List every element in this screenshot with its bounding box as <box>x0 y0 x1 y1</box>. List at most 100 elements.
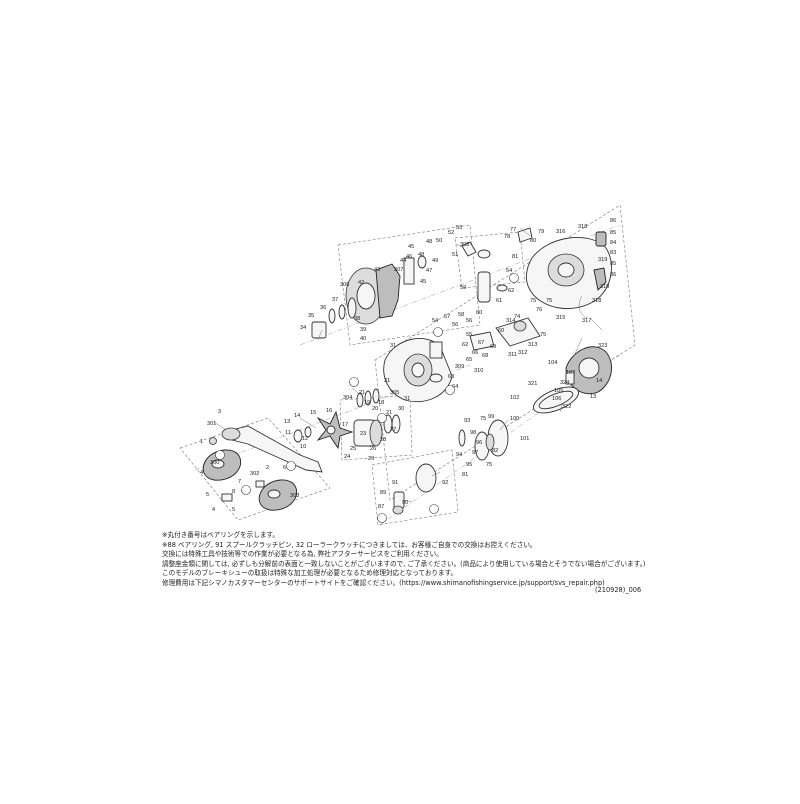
callout: 57 <box>444 314 450 320</box>
drag-ring-c <box>372 388 380 404</box>
callout: 37 <box>332 297 338 303</box>
main-gear-hub <box>356 282 376 310</box>
callout: 60 <box>498 328 504 334</box>
callout: 62 <box>462 342 468 348</box>
callout: 91 <box>392 480 398 486</box>
clutch-cam <box>477 249 491 259</box>
callout: 322 <box>562 404 571 410</box>
spool-group-box <box>371 449 459 526</box>
callout: 56 <box>466 318 472 324</box>
callout: 21 <box>359 390 365 396</box>
drag-group-box <box>339 394 413 461</box>
callout: 68 <box>482 353 488 359</box>
callout: 30 <box>398 406 404 412</box>
callout: 42 <box>358 280 364 286</box>
bearing-marker <box>429 504 439 514</box>
bearing-marker <box>377 513 387 523</box>
callout: 84 <box>610 240 616 246</box>
note-brake-shoe: このモデルのブレーキシューの取扱は特殊な加工処理が必要となるため修理対応となって… <box>162 569 458 578</box>
callout: 43 <box>374 267 380 273</box>
note-adjustment-washers: 調整座金類に関しては, 必ずしも分解前の表面と一致しないことがございますので, … <box>162 559 646 568</box>
spool-washer <box>458 429 466 447</box>
callout: 54 <box>432 318 438 324</box>
callout: 25 <box>350 446 356 452</box>
callout: 50 <box>436 238 442 244</box>
callout: 10 <box>300 444 306 450</box>
drag-washer-a <box>293 429 303 443</box>
bearing-marker <box>349 377 359 387</box>
brake-block <box>565 371 575 385</box>
brake-ring-inner <box>538 390 574 410</box>
callout: 316 <box>556 229 565 235</box>
callout: 18 <box>378 400 384 406</box>
drag-washer-d <box>391 414 401 434</box>
callout: 3 <box>218 409 221 415</box>
bearing-marker <box>433 327 443 337</box>
pinion-seat <box>429 373 443 383</box>
callout: 82 <box>492 448 498 454</box>
callout: 40 <box>360 336 366 342</box>
callout: 79 <box>538 229 544 235</box>
callout: 69 <box>490 344 496 350</box>
callout: 309 <box>455 364 464 370</box>
callout: 81 <box>462 472 468 478</box>
callout: 312 <box>518 350 527 356</box>
callout: 102 <box>510 395 519 401</box>
callout: 4 <box>212 507 215 513</box>
callout: 300 <box>210 460 219 466</box>
callout: 311 <box>508 352 517 358</box>
callout: 303 <box>290 493 299 499</box>
callout: 45 <box>408 244 414 250</box>
callout: 14 <box>596 378 602 384</box>
callout: 63 <box>448 374 454 380</box>
handle-bolt <box>209 437 217 445</box>
callout: 80 <box>530 238 536 244</box>
callout: 304 <box>343 395 352 401</box>
callout: 54 <box>506 268 512 274</box>
callout: 66 <box>472 350 478 356</box>
callout: 56 <box>452 322 458 328</box>
callout: 46 <box>406 254 412 260</box>
callout: 302 <box>250 471 259 477</box>
callout: 318 <box>578 224 587 230</box>
spool-body <box>415 463 437 493</box>
callout: 75 <box>480 416 486 422</box>
callout: 21 <box>386 410 392 416</box>
callout: 1 <box>200 439 203 445</box>
main-shaft-bearing-holder <box>429 341 443 359</box>
side-plate-hole <box>411 362 425 378</box>
gear-assembly <box>311 255 427 339</box>
diagram-code: (210928)_006 <box>595 586 642 594</box>
callout: 53 <box>456 225 462 231</box>
clutch-shaft <box>477 271 491 303</box>
callout: 8 <box>232 489 235 495</box>
drag-sleeve-end <box>369 419 383 447</box>
callout: 48 <box>418 252 424 258</box>
clutch-plate-hub <box>513 320 527 332</box>
callout: 14 <box>294 413 300 419</box>
callout: 15 <box>310 410 316 416</box>
callout: 59 <box>460 285 466 291</box>
knob-screw <box>221 493 233 502</box>
callout: 323 <box>598 343 607 349</box>
callout: 23 <box>360 431 366 437</box>
callout: 49 <box>432 258 438 264</box>
side-cover-boss <box>578 357 600 379</box>
callout: 51 <box>452 252 458 258</box>
callout: 5 <box>232 507 235 513</box>
gear-washer-a <box>328 308 336 324</box>
note-after-service: 交換には特殊工具や技術等での作業が必要となる為, 弊社アフターサービスをご利用く… <box>162 550 443 559</box>
callout: 81 <box>512 254 518 260</box>
bearing-marker <box>241 485 251 495</box>
callout: 17 <box>342 422 348 428</box>
callout: 75 <box>530 298 536 304</box>
frame-clip <box>517 227 533 243</box>
handle-arm <box>231 425 323 473</box>
note-bearing-legend: ※丸付き番号はベアリングを示します。 <box>162 531 279 539</box>
note-repair-cost: 修理費用は下記シマノカスタマーセンターのサポートサイトをご確認ください。(htt… <box>162 578 605 587</box>
callout: 31 <box>404 396 410 402</box>
callout: 106 <box>552 396 561 402</box>
callout: 94 <box>456 452 462 458</box>
